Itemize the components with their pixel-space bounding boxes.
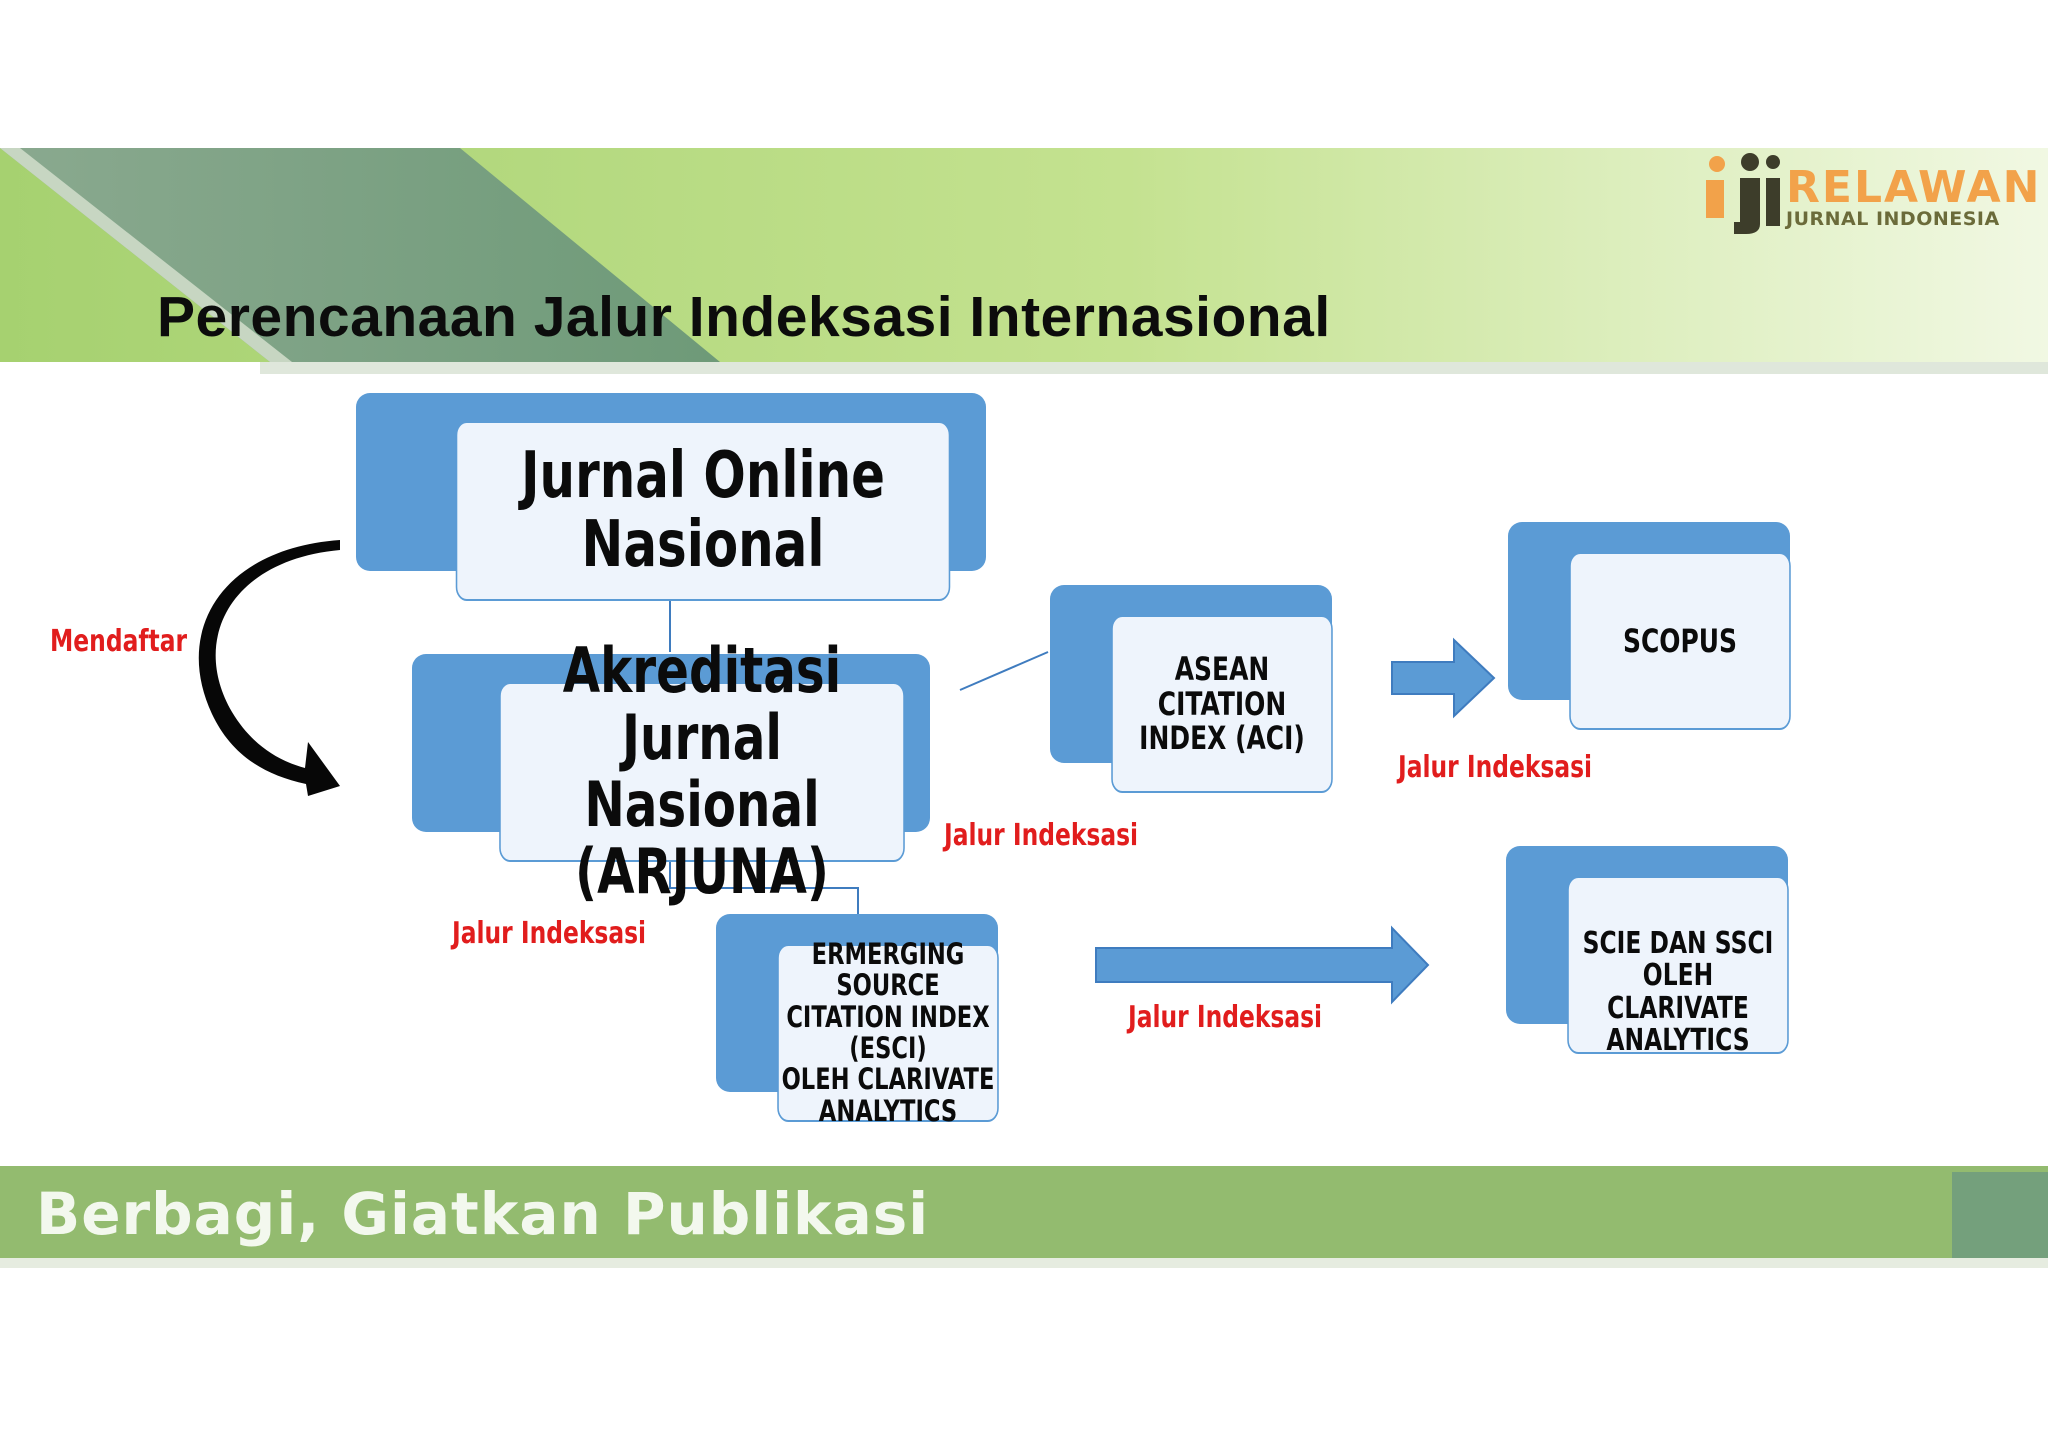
node-scie-ssci: SCIE DAN SSCI OLEH CLARIVATE ANALYTICS: [1506, 846, 1820, 1059]
logo-name: RELAWAN: [1786, 162, 2042, 213]
node-esci-line3: OLEH CLARIVATE: [781, 1062, 995, 1097]
mendaftar-arrow-icon: [198, 540, 340, 796]
node-esci-line2: CITATION INDEX (ESCI): [786, 999, 990, 1065]
node-aci-line1: ASEAN CITATION: [1157, 650, 1287, 723]
arrow-esci-to-scie-icon: [1095, 925, 1430, 1005]
logo-subtitle: JURNAL INDONESIA: [1786, 208, 2000, 230]
label-mendaftar: Mendaftar: [50, 624, 188, 659]
label-jalur-indeksasi-scie: Jalur Indeksasi: [1128, 1000, 1323, 1035]
node-esci-line4: ANALYTICS: [818, 1093, 958, 1128]
node-scopus-label: SCOPUS: [1622, 622, 1738, 660]
footer-slogan: Berbagi, Giatkan Publikasi: [36, 1180, 930, 1248]
slide-title: Perencanaan Jalur Indeksasi Internasiona…: [157, 285, 1331, 349]
arrow-aci-to-scopus-icon: [1391, 637, 1496, 719]
node-arjuna: Akreditasi Jurnal Nasional (ARJUNA): [412, 637, 962, 905]
node-aci-line2: INDEX (ACI): [1139, 719, 1305, 758]
node-aci: ASEAN CITATION INDEX (ACI): [1050, 585, 1364, 795]
footer-band: [0, 1166, 2048, 1264]
node-jurnal-online-nasional: Jurnal Online Nasional: [356, 393, 1020, 603]
node-esci-line1: ERMERGING SOURCE: [811, 937, 965, 1003]
node-scopus: SCOPUS: [1508, 522, 1822, 732]
footer-accent: [1952, 1172, 2048, 1262]
label-jalur-indeksasi-esci: Jalur Indeksasi: [452, 916, 647, 951]
rji-logo: RELAWAN JURNAL INDONESIA: [1700, 150, 2039, 240]
connector-arjuna-aci: [959, 651, 1049, 691]
label-jalur-indeksasi-scopus: Jalur Indeksasi: [1398, 750, 1593, 785]
footer-shadow: [0, 1258, 2048, 1268]
node-scie-line2: CLARIVATE ANALYTICS: [1606, 990, 1750, 1059]
node-jurnal-online-label: Jurnal Online Nasional: [520, 438, 886, 582]
node-arjuna-line1: Akreditasi Jurnal: [562, 634, 842, 775]
node-esci: ERMERGING SOURCE CITATION INDEX (ESCI) O…: [716, 914, 1030, 1128]
node-arjuna-line2: Nasional (ARJUNA): [574, 768, 830, 908]
connector-arjuna-esci: [669, 862, 859, 916]
node-scie-line1: SCIE DAN SSCI OLEH: [1582, 926, 1774, 994]
rji-logo-icon: [1706, 153, 1780, 234]
label-jalur-indeksasi-aci: Jalur Indeksasi: [944, 818, 1139, 853]
